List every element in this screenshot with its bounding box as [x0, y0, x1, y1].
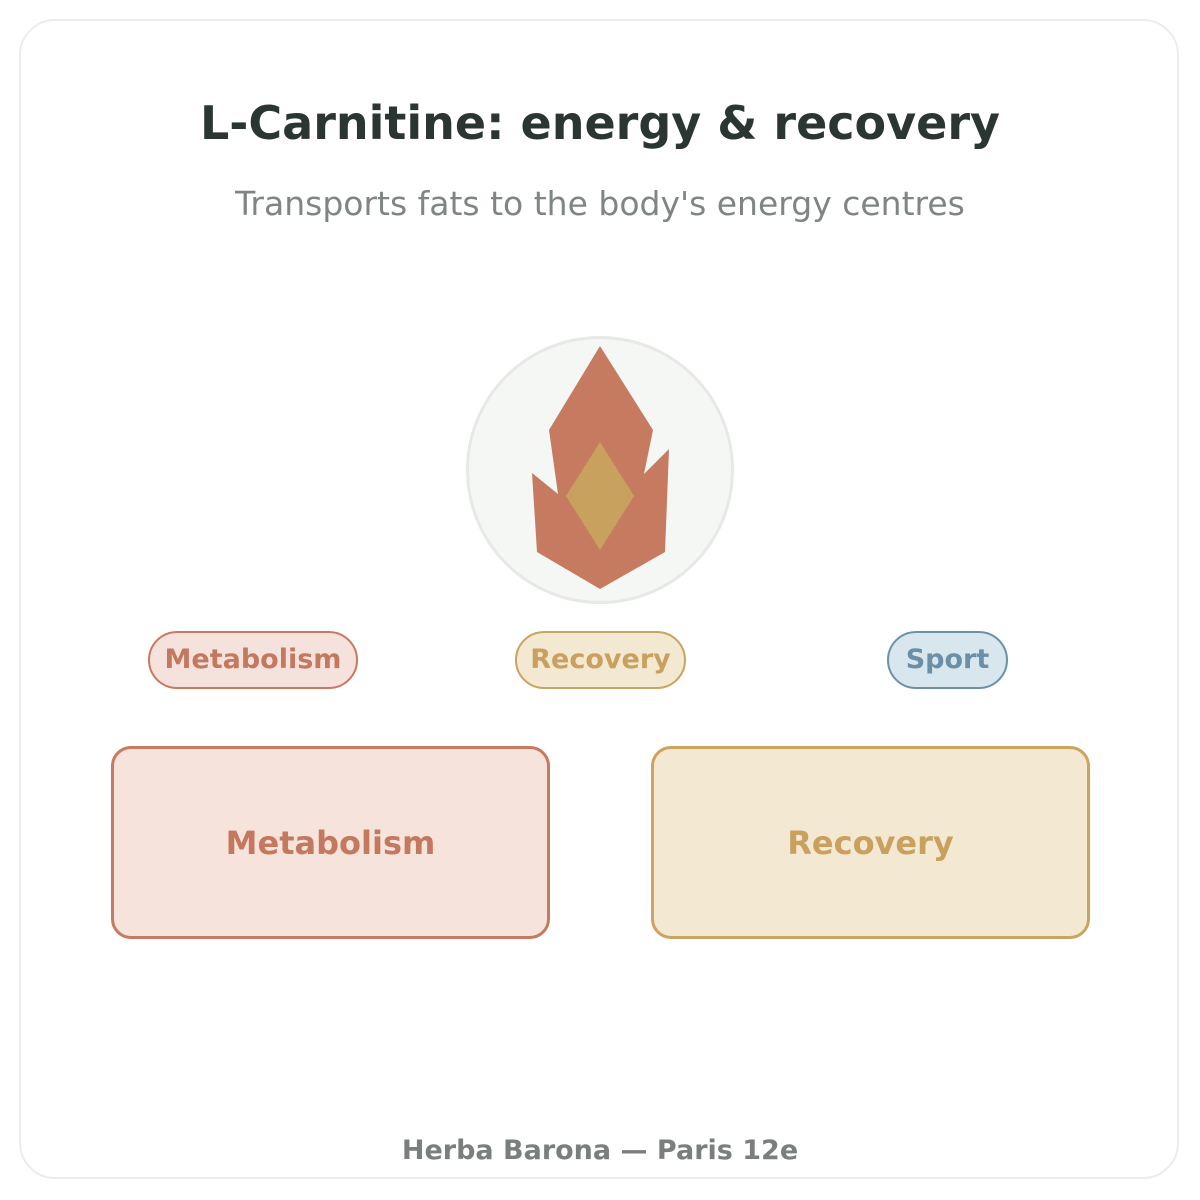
- flame-inner-diamond: [566, 442, 634, 550]
- box-metabolism: Metabolism: [111, 746, 550, 939]
- tag-recovery: Recovery: [515, 631, 686, 689]
- footer-credit: Herba Barona — Paris 12e: [401, 1135, 799, 1166]
- tag-sport: Sport: [887, 631, 1008, 689]
- flame-icon: [532, 346, 669, 589]
- tag-metabolism: Metabolism: [148, 631, 358, 689]
- box-recovery: Recovery: [651, 746, 1090, 939]
- page-subtitle: Transports fats to the body's energy cen…: [235, 184, 965, 223]
- emblem-circle: [466, 336, 734, 604]
- page-title: L-Carnitine: energy & recovery: [199, 96, 1000, 150]
